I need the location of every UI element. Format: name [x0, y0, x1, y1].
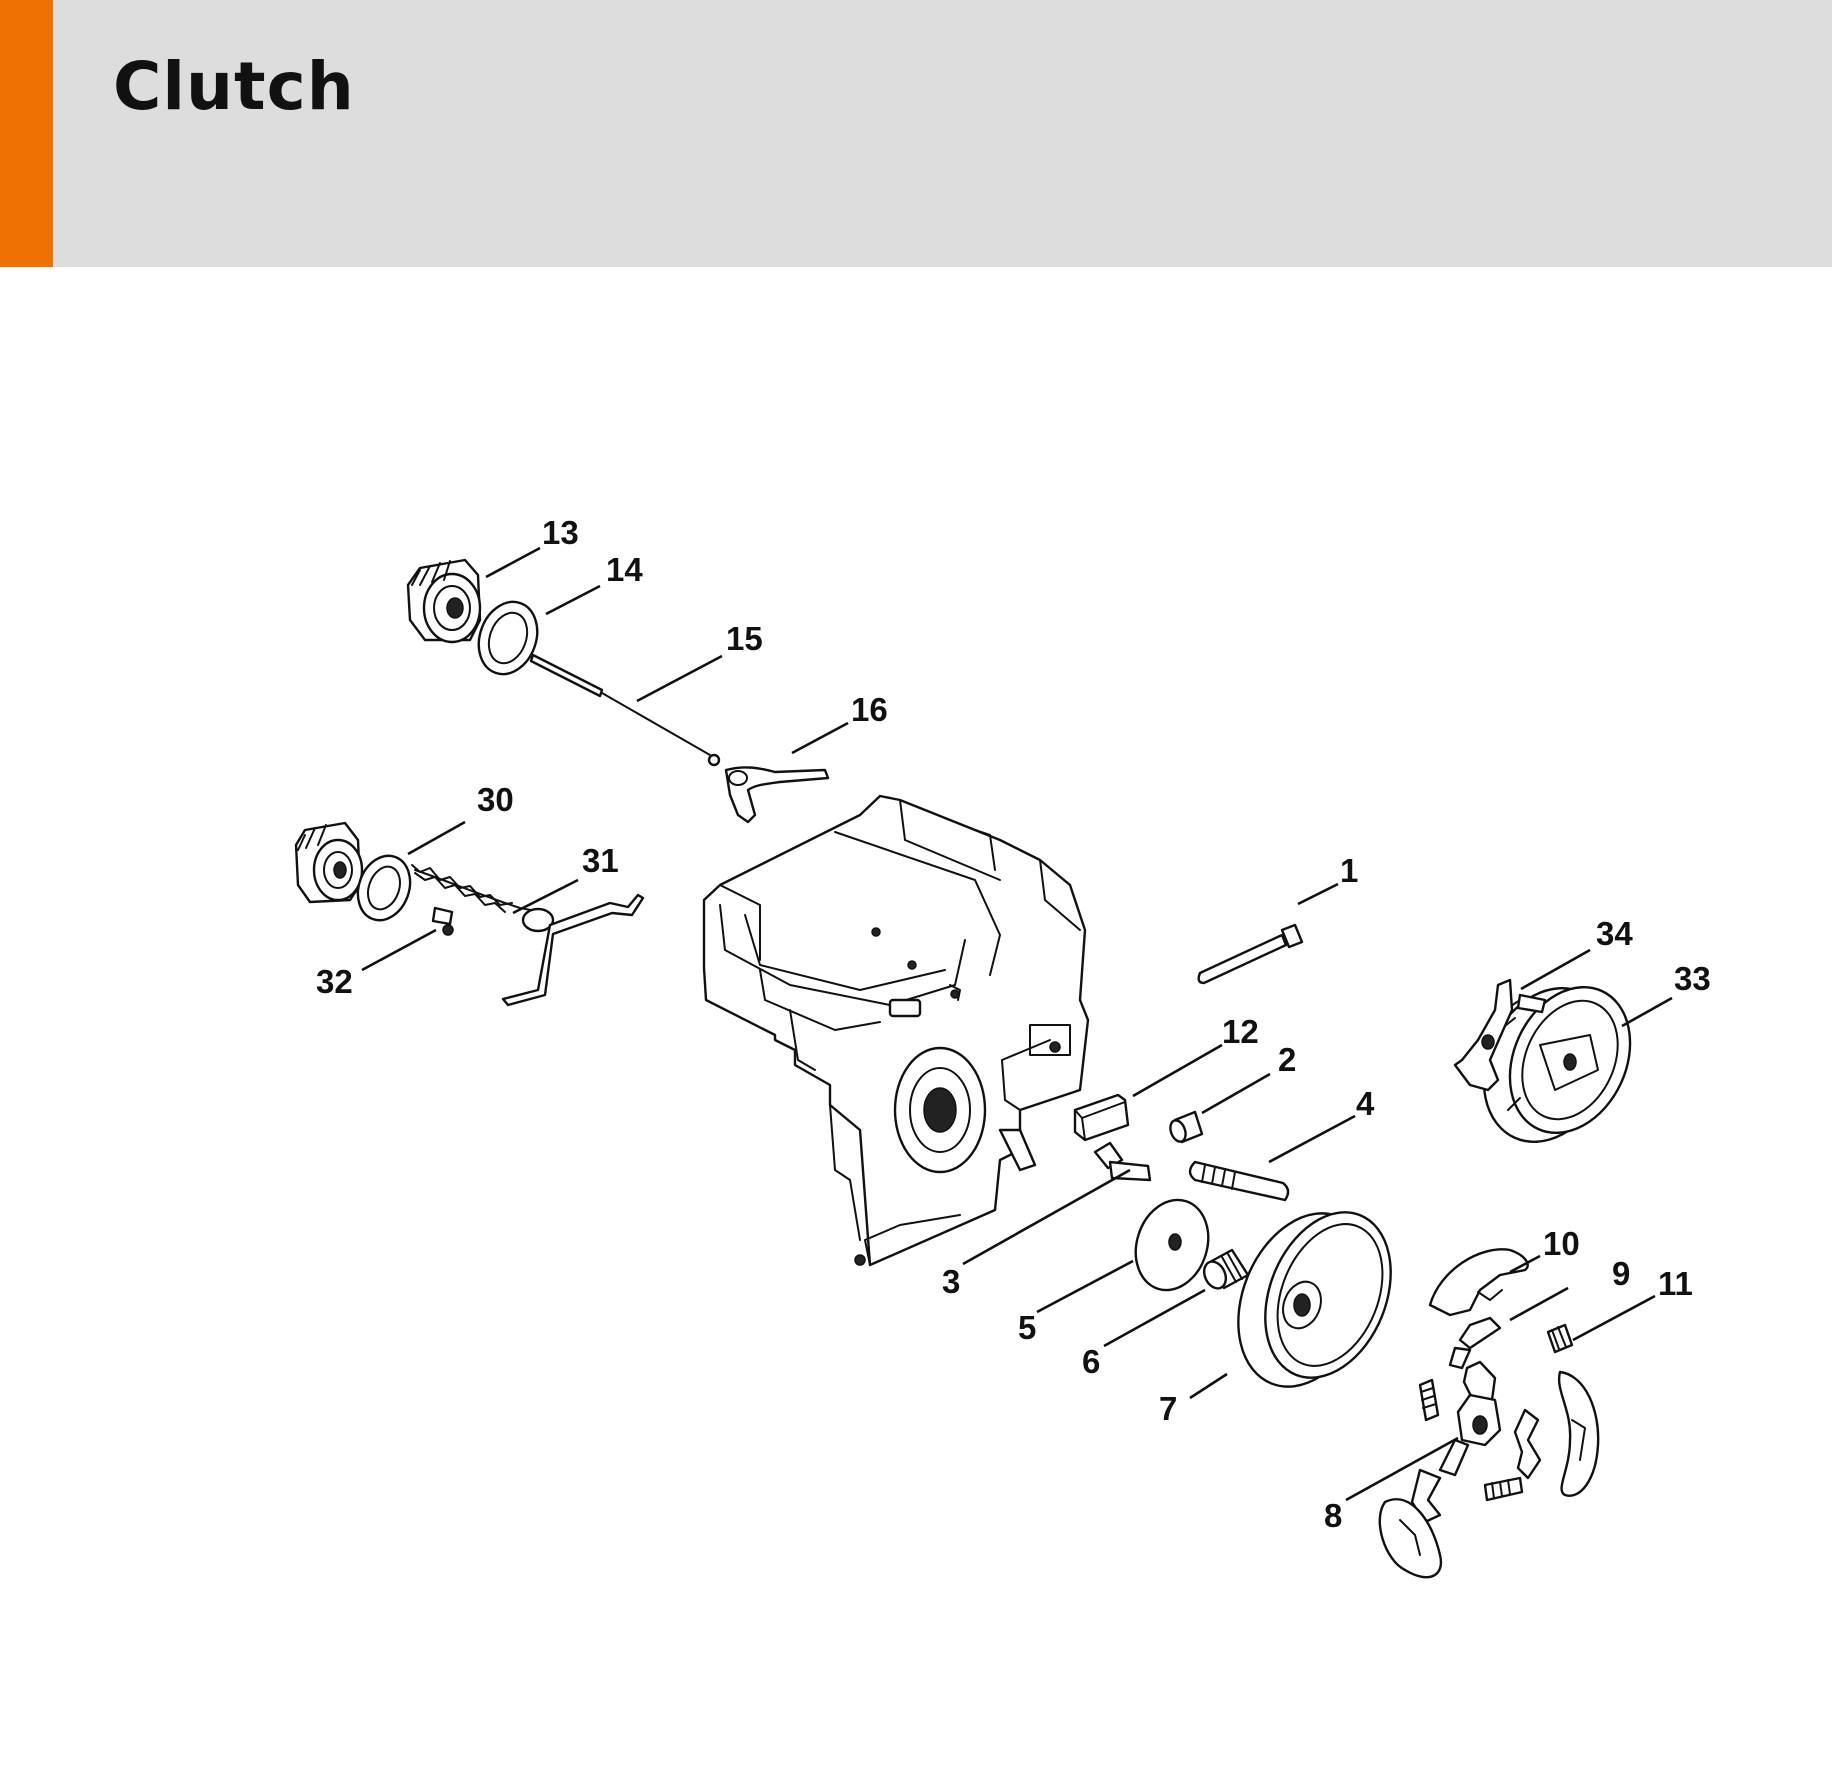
part-10-clutch-shoe [1428, 1248, 1529, 1317]
callout-6: 6 [1082, 1343, 1100, 1380]
callout-3: 3 [942, 1263, 960, 1300]
part-2-sleeve [1169, 1110, 1204, 1144]
part-14-washer [477, 600, 539, 676]
header-bar: Clutch [0, 0, 1832, 267]
callout-labels: 13 14 15 16 30 31 32 1 34 33 12 2 4 3 5 … [316, 514, 1711, 1534]
callout-9: 9 [1612, 1255, 1630, 1292]
callout-10: 10 [1543, 1225, 1580, 1262]
part-33-clutch-drum-alt [1482, 985, 1632, 1144]
callout-13: 13 [542, 514, 579, 551]
part-12-slide [1073, 1093, 1130, 1142]
callout-34: 34 [1596, 915, 1633, 952]
part-16-lever [724, 766, 830, 824]
part-7-clutch-drum [1237, 1211, 1392, 1388]
part-8-clutch-assembly [1378, 1360, 1600, 1579]
callout-16: 16 [851, 691, 888, 728]
part-13-oil-tank-cap [406, 558, 482, 644]
callout-8: 8 [1324, 1497, 1342, 1534]
part-6-needle-cage [1202, 1248, 1250, 1290]
callout-32: 32 [316, 963, 353, 1000]
callout-4: 4 [1356, 1085, 1375, 1122]
callout-5: 5 [1018, 1309, 1036, 1346]
part-5-washer [1134, 1198, 1210, 1292]
accent-strip [0, 0, 53, 267]
leader-lines [361, 546, 1673, 1502]
part-1-bolt [1197, 923, 1304, 985]
callout-30: 30 [477, 781, 514, 818]
callout-33: 33 [1674, 960, 1711, 997]
page-title: Clutch [113, 48, 355, 125]
callout-2: 2 [1278, 1041, 1296, 1078]
part-15-rod [529, 653, 721, 767]
part-11-spring [1546, 1323, 1574, 1354]
part-32-screw [431, 906, 454, 936]
callout-12: 12 [1222, 1013, 1259, 1050]
part-9-clutch-shoe [1448, 1316, 1502, 1370]
part-4-pin [1188, 1160, 1290, 1202]
callout-14: 14 [606, 551, 643, 588]
part-30-washer [356, 854, 412, 922]
callout-7: 7 [1159, 1390, 1177, 1427]
callout-1: 1 [1340, 852, 1358, 889]
crankcase-housing [702, 794, 1090, 1267]
callout-15: 15 [726, 620, 763, 657]
part-30-fuel-cap [294, 821, 364, 904]
part-31-strap [411, 864, 645, 1007]
callout-11: 11 [1658, 1265, 1693, 1302]
part-34-bracket [1453, 978, 1547, 1092]
callout-31: 31 [582, 842, 619, 879]
